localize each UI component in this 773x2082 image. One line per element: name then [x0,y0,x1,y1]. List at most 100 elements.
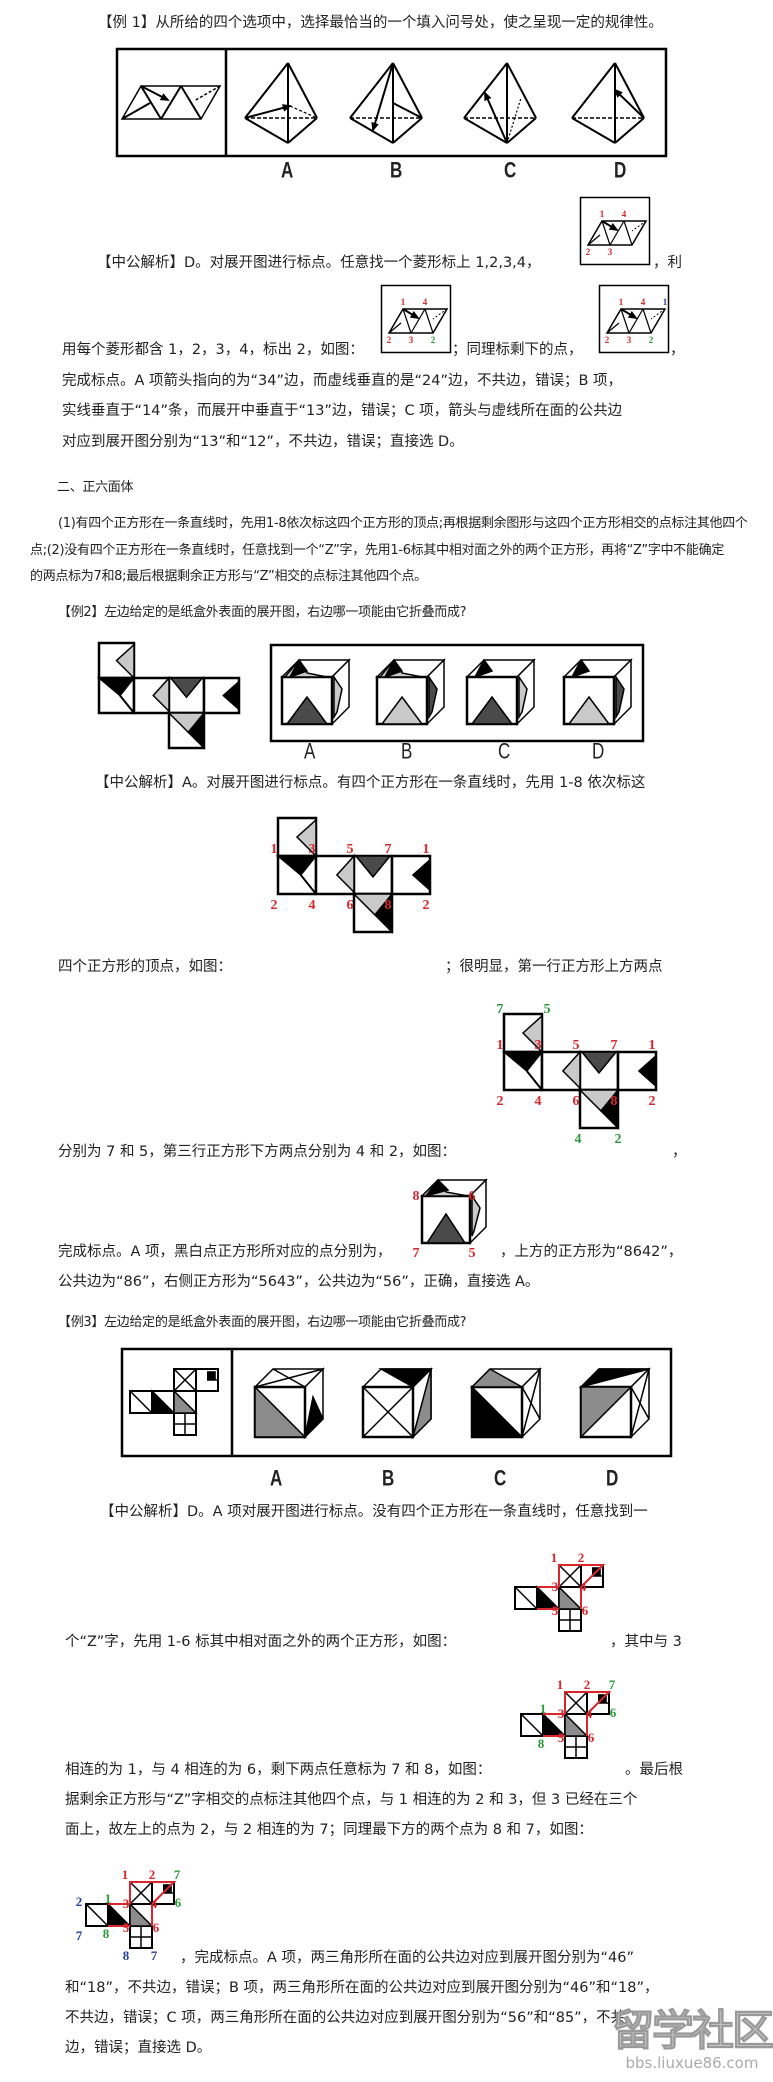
front-triangle [567,695,611,725]
analysis-text: 用每个菱形都含 1，2，3，4，标出 2，如图： [62,342,364,358]
example-3-figure [120,1347,673,1458]
right-triangle [333,674,343,720]
black-triangle [96,677,136,697]
analysis-text: 据剩余正方形与“Z”字相交的点标注其他四个点，与 1 相连的为 2 和 3，但 … [65,1792,638,1808]
example-2-net [96,641,241,750]
front-triangle [285,695,329,725]
edge-line [601,220,611,246]
vertex-label: 2 [649,335,654,345]
gray-triangle [411,1368,432,1440]
edge-line [287,62,318,119]
black-triangle [599,1089,619,1130]
edge-line [402,308,412,334]
front-triangle [425,1212,467,1244]
analysis-text: 边，错误；直接选 D。 [65,2040,212,2056]
rule-text: (1)有四个正方形在一条直线时，先用1-8依次标这四个正方形的顶点;再根据剩余图… [58,516,748,531]
option-label-a: A [281,158,294,183]
figure-frame [120,1347,673,1458]
x-mark [362,1386,414,1438]
x-mark [272,1368,306,1388]
analysis-text: 实线垂直于“14”条，而展开中垂直于“13”边，错误；C 项，箭头与虚线所在面的… [62,403,623,419]
vertex-label: 2 [615,1132,622,1147]
arrow-head-icon [159,93,170,101]
edge-line [571,62,616,119]
vertex-label: 4 [580,1579,587,1594]
analysis-text: 【中公解析】D。对展开图进行标点。任意找一个菱形标上 1,2,3,4， [97,255,541,271]
black-triangle [501,1051,544,1073]
edge-line [85,1903,109,1927]
vertex-label: 1 [105,1891,112,1906]
edge-line [506,117,537,144]
vertex-label: 2 [649,1094,656,1109]
vertex-label: 5 [558,1730,565,1745]
analysis-text: ， [672,1144,687,1160]
edge-line [558,1564,582,1588]
vertex-label: 5 [469,1246,476,1261]
option-label-d: D [614,158,627,183]
figure-frame [269,643,645,743]
vertex-label: 6 [347,898,354,913]
dashed-line [432,308,448,320]
option-label-c: C [494,1466,507,1491]
analysis-text: 四个正方形的顶点，如图： [58,959,232,975]
vertex-label: 1 [271,842,278,857]
vertex-label: 8 [538,1736,545,1751]
edge-line [180,85,202,120]
watermark: 留学社区 bbs.liuxue86.com [612,2007,773,2072]
vertex-label: 7 [151,1948,158,1963]
z-outline [129,1881,177,1905]
right-triangle [428,674,438,720]
arrow-head-icon [282,104,292,112]
vertex-label: 4 [575,1132,582,1147]
figure-frame [380,284,452,354]
vertex-label: 6 [582,1603,589,1618]
vertex-label: 2 [605,335,610,345]
example-1-figure [115,47,668,158]
vertex-label: 3 [409,335,414,345]
analysis-text: 完成标点。A 项箭头指向的为“34”边，而虚线垂直的是“24”边，不共边，错误；… [62,373,623,389]
edge-line [506,62,537,119]
vertex-label: 7 [609,1677,616,1692]
vertex-label: 1 [551,1550,558,1565]
black-corner-square [207,1371,216,1380]
diamond-triangle [169,677,204,699]
right-triangle [471,1193,481,1237]
example-2-title: 【例2】左边给定的是纸盒外表面的展开图，右边哪一项能由它折叠而成? [58,605,467,620]
wavy-triangle [335,854,355,894]
analysis-text: ；很明显，第一行正方形上方两点 [445,959,663,975]
black-triangle [187,712,205,750]
option-label-d: D [606,1466,619,1491]
gray-triangle [254,1385,307,1438]
top-black-triangle [473,658,494,679]
edge-line [287,117,318,144]
edge-line [349,117,394,144]
vertex-label: 7 [497,1002,504,1017]
vertex-label: 3 [608,247,613,257]
vertex-label: 1 [663,297,668,307]
vertex-label: 8 [103,1926,110,1941]
vertex-label: 2 [387,335,392,345]
vertex-label: 5 [552,1603,559,1618]
vertex-label: 7 [385,842,392,857]
vertex-label: 2 [497,1094,504,1109]
x-mark [521,1368,541,1438]
black-triangle [637,1054,657,1088]
vertex-label: 3 [535,1038,542,1053]
option-label-a: A [304,739,316,764]
edge-line [424,308,434,334]
arrow-line [372,62,394,131]
analysis-text: 【中公解析】A。对展开图进行标点。有四个正方形在一条直线时，先用 1-8 依次标… [95,775,646,791]
front-triangle [470,695,514,725]
black-triangle [222,679,240,712]
edge-line [129,1390,153,1414]
edge-line [587,234,601,246]
analysis-text: 对应到展开图分别为“13”和“12”，不共边，错误；直接选 D。 [62,434,464,450]
dashed-line [650,308,666,320]
top-black-triangle [383,658,404,679]
analysis-text: 。最后根 [625,1762,683,1778]
vertex-label: 6 [469,1189,476,1204]
arrow-line [244,105,291,119]
